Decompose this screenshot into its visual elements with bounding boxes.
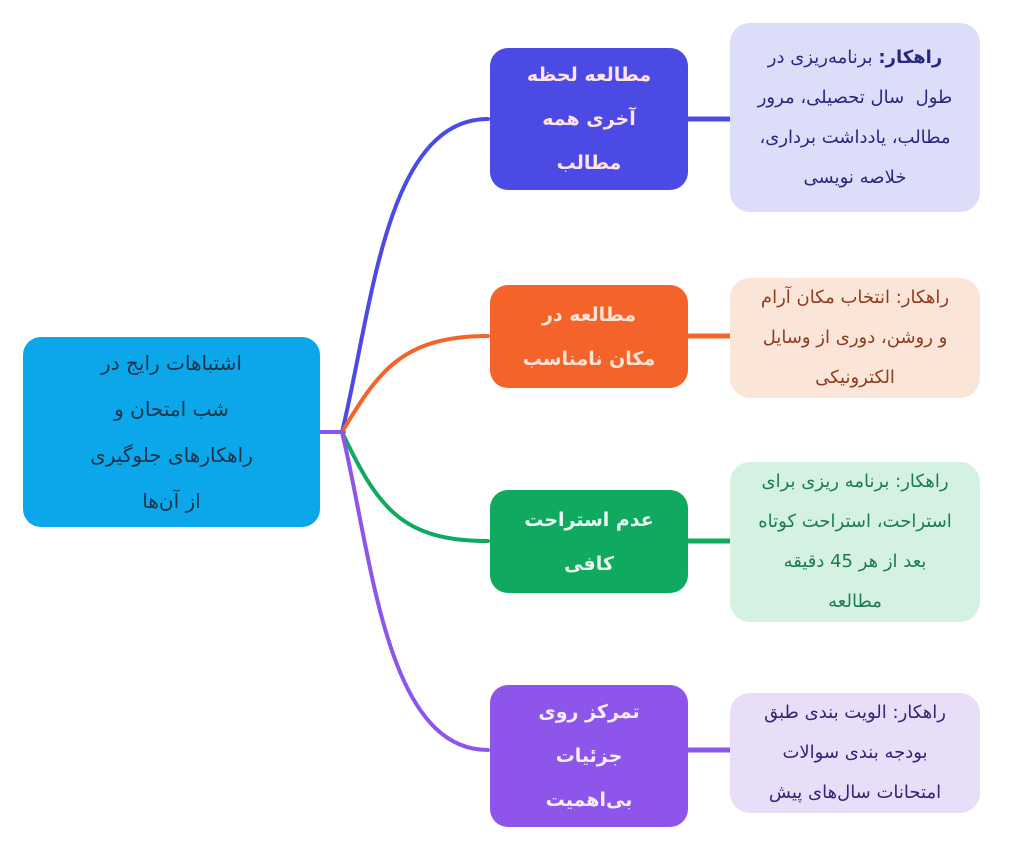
detail-text-line: امتحانات سال‌های پیش bbox=[768, 782, 942, 803]
branch-node-text-line: مطالعه در bbox=[541, 303, 637, 326]
branch-curve-focus-on-unimportant-details bbox=[340, 430, 490, 752]
center-node-text-line: شب امتحان و bbox=[114, 397, 229, 421]
detail-text-line: خلاصه نویسی bbox=[803, 166, 907, 188]
solution-prefix-label: راهکار: bbox=[892, 702, 946, 723]
detail-text-segment: الویت بندی طبق bbox=[764, 702, 887, 723]
detail-box-last-minute-study[interactable]: راهکار: برنامه‌ریزی در طول سال تحصیلی، م… bbox=[730, 23, 980, 212]
solution-prefix-label: راهکار: bbox=[878, 46, 943, 68]
detail-text-line: راهکار: الویت بندی طبق bbox=[764, 693, 946, 733]
detail-text-line: بودجه بندی سوالات bbox=[782, 742, 928, 763]
branch-node-last-minute-study[interactable]: مطالعه لحظه آخری همه مطالب bbox=[490, 48, 688, 190]
detail-text-line: راهکار: برنامه ریزی برای bbox=[761, 462, 948, 502]
center-node-text-line: راهکارهای جلوگیری bbox=[90, 443, 253, 467]
branch-node-text-line: عدم استراحت bbox=[524, 508, 654, 531]
detail-text-line: الکترونیکی bbox=[815, 367, 895, 388]
center-node-text-line: از آن‌ها bbox=[142, 489, 201, 513]
detail-text-segment: انتخاب مکان آرام bbox=[760, 287, 890, 308]
center-node[interactable]: اشتباهات رایج در شب امتحان و راهکارهای ج… bbox=[23, 337, 320, 527]
branch-node-text-line: آخری همه bbox=[542, 108, 636, 130]
detail-text-line: مطالب، یادداشت برداری، bbox=[759, 126, 951, 148]
branch-node-unsuitable-study-location[interactable]: مطالعه در مکان نامناسب bbox=[490, 285, 688, 388]
branch-node-text-line: کافی bbox=[564, 552, 614, 575]
branch-node-text-line: مطالعه لحظه bbox=[526, 64, 652, 86]
solution-prefix-label: راهکار: bbox=[895, 287, 950, 308]
detail-text-segment: برنامه‌ریزی در bbox=[767, 46, 873, 68]
detail-text-line: بعد از هر 45 دقیقه bbox=[783, 551, 927, 572]
detail-text-segment: برنامه ریزی برای bbox=[761, 471, 890, 492]
branch-curve-insufficient-rest bbox=[340, 430, 490, 543]
branch-curve-last-minute-study bbox=[340, 117, 490, 434]
branch-node-insufficient-rest[interactable]: عدم استراحت کافی bbox=[490, 490, 688, 593]
detail-box-unsuitable-study-location[interactable]: راهکار: انتخاب مکان آرام و روشن، دوری از… bbox=[730, 278, 980, 398]
detail-box-focus-on-unimportant-details[interactable]: راهکار: الویت بندی طبق بودجه بندی سوالات… bbox=[730, 693, 980, 813]
detail-box-insufficient-rest[interactable]: راهکار: برنامه ریزی برای استراحت، استراح… bbox=[730, 462, 980, 622]
branch-node-text-line: مطالب bbox=[556, 152, 622, 174]
branch-curve-unsuitable-study-location bbox=[340, 334, 490, 434]
detail-text-line: استراحت، استراحت کوتاه bbox=[758, 511, 952, 532]
solution-prefix-label: راهکار: bbox=[895, 471, 949, 492]
detail-text-line: راهکار: انتخاب مکان آرام bbox=[761, 278, 949, 318]
detail-text-line: طول سال تحصیلی، مرور bbox=[757, 86, 953, 108]
center-node-text-line: اشتباهات رایج در bbox=[101, 351, 242, 375]
branch-node-text-line: جزئیات bbox=[555, 745, 623, 767]
branch-node-focus-on-unimportant-details[interactable]: تمرکز روی جزئیات بی‌اهمیت bbox=[490, 685, 688, 827]
branch-node-text-line: مکان نامناسب bbox=[522, 347, 656, 370]
detail-text-line: مطالعه bbox=[828, 591, 882, 612]
branch-node-text-line: بی‌اهمیت bbox=[545, 789, 633, 811]
detail-text-line: و روشن، دوری از وسایل bbox=[762, 327, 948, 348]
branch-node-text-line: تمرکز روی bbox=[538, 701, 640, 723]
detail-text-line: راهکار: برنامه‌ریزی در bbox=[768, 38, 942, 78]
